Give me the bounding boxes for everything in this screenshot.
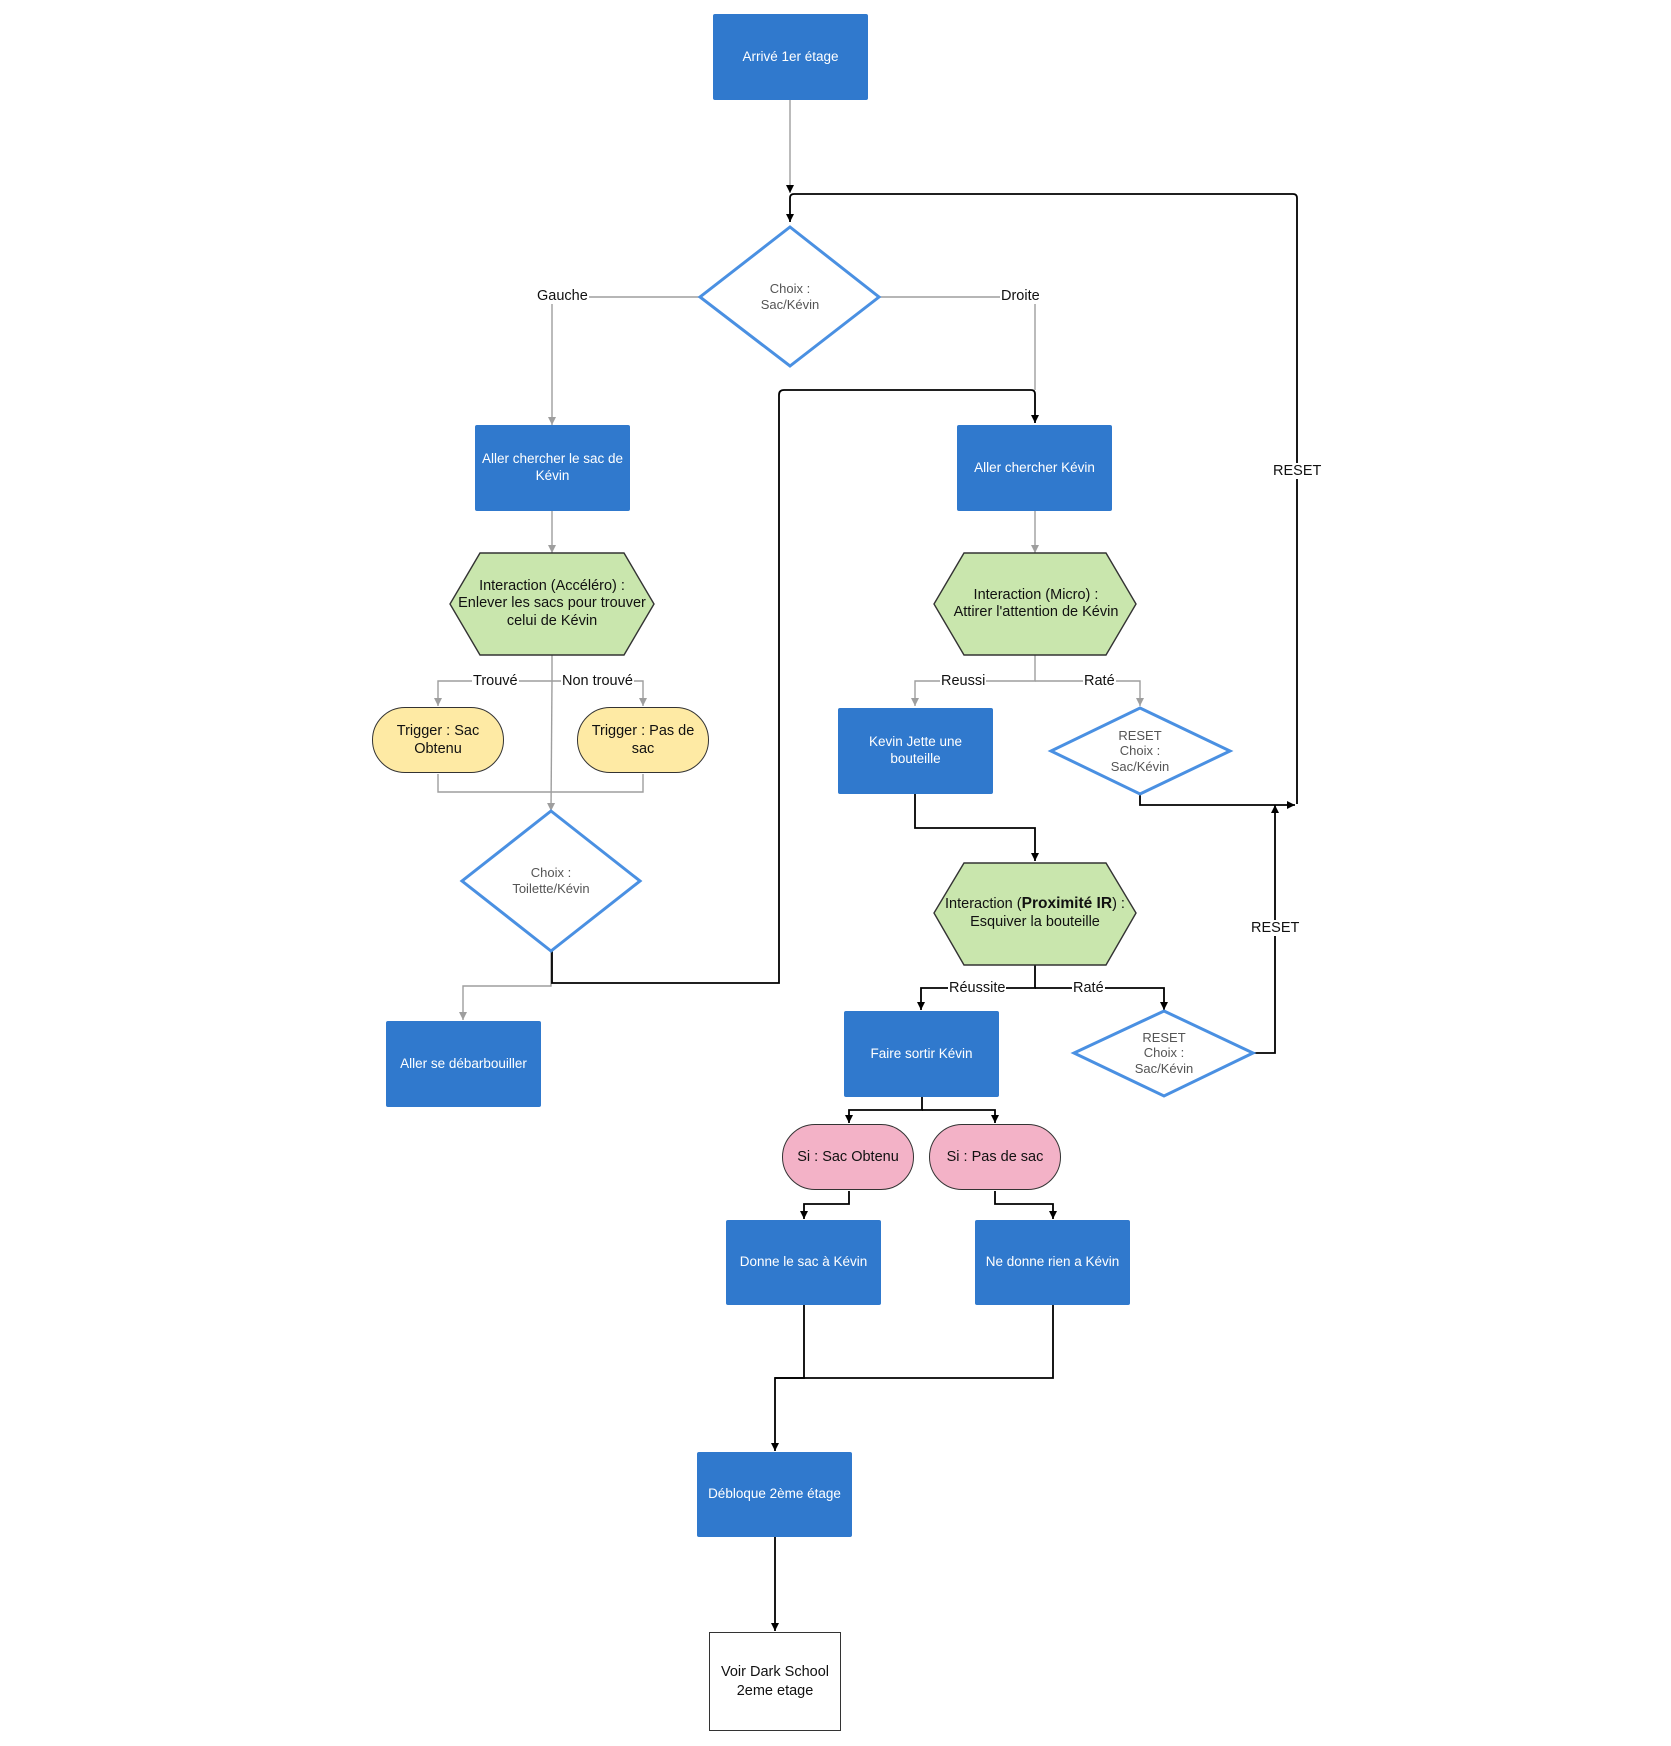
- interaction-ir-label-box: Interaction (Proximité IR) : Esquiver la …: [932, 884, 1138, 942]
- edge-droite: [880, 296, 1036, 390]
- trigger-sac-obtenu-node: Trigger : Sac Obtenu: [372, 707, 504, 773]
- edge-label-reset-mid: RESET: [1250, 920, 1301, 936]
- donne-sac-label: Donne le sac à Kévin: [739, 1254, 868, 1270]
- voir-dark-school-label: Voir Dark School 2eme etage: [721, 1664, 829, 1699]
- si-pas-de-sac-node: Si : Pas de sac: [929, 1124, 1061, 1190]
- donne-sac-node: Donne le sac à Kévin: [726, 1220, 881, 1305]
- edge-sortir-split-right: [922, 1109, 999, 1123]
- edge-si-sac: [800, 1191, 850, 1219]
- interaction-accelero-label-box: Interaction (Accéléro) : Enlever les sac…: [452, 566, 652, 642]
- edge-si-pas-sac: [994, 1191, 1057, 1219]
- trigger-pas-de-sac-label: Trigger : Pas de sac: [591, 722, 695, 757]
- edge-rien-merge: [775, 1305, 1054, 1379]
- reset-1-shape: [1047, 706, 1234, 796]
- aller-chercher-kevin-label: Aller chercher Kévin: [974, 459, 1095, 475]
- reset-1-label: RESET Choix : Sac/Kévin: [1110, 727, 1170, 774]
- edge-label-droite: Droite: [1000, 288, 1041, 304]
- edge-label-reset-top: RESET: [1272, 463, 1323, 479]
- reset-2-label-box: RESET Choix : Sac/Kévin: [1094, 1020, 1234, 1086]
- edge-reset-loop-top: [786, 193, 1298, 804]
- edge-label-non-trouve: Non trouvé: [561, 673, 634, 689]
- edge-label-gauche: Gauche: [536, 288, 589, 304]
- aller-chercher-sac-node: Aller chercher le sac de Kévin: [475, 425, 630, 511]
- edge-reset-2: [1251, 805, 1279, 1054]
- aller-debarbouiller-node: Aller se débarbouiller: [386, 1021, 541, 1107]
- debloque-node: Débloque 2ème étage: [697, 1452, 852, 1537]
- faire-sortir-node: Faire sortir Kévin: [844, 1011, 999, 1097]
- edge-gauche: [548, 296, 700, 425]
- edge-sortir-split: [845, 1097, 923, 1123]
- interaction-accelero-shape: [449, 552, 655, 656]
- kevin-jette-label: Kevin Jette une bouteille: [868, 734, 963, 766]
- edge-label-trouve: Trouvé: [472, 673, 519, 689]
- ne-donne-rien-label: Ne donne rien a Kévin: [985, 1254, 1120, 1270]
- trigger-pas-de-sac-node: Trigger : Pas de sac: [577, 707, 709, 773]
- reset-2-shape: [1070, 1009, 1257, 1098]
- edge-toilette: [459, 951, 552, 1020]
- aller-chercher-sac-label: Aller chercher le sac de Kévin: [481, 451, 624, 483]
- si-sac-obtenu-node: Si : Sac Obtenu: [782, 1124, 914, 1190]
- kevin-jette-node: Kevin Jette une bouteille: [838, 708, 993, 794]
- decision-sac-kevin-label: Choix : Sac/Kévin: [760, 281, 820, 312]
- interaction-accelero-label: Interaction (Accéléro) : Enlever les sac…: [458, 577, 646, 629]
- edge-reset-1: [1139, 795, 1295, 809]
- edge-kevin-via-choice: [551, 389, 1039, 984]
- interaction-micro-label-box: Interaction (Micro) : Attirer l'attentio…: [936, 576, 1136, 632]
- trigger-sac-obtenu-label: Trigger : Sac Obtenu: [396, 722, 480, 757]
- decision-toilette-kevin-shape: [459, 809, 643, 953]
- ne-donne-rien-node: Ne donne rien a Kévin: [975, 1220, 1130, 1305]
- aller-chercher-kevin-node: Aller chercher Kévin: [957, 425, 1112, 511]
- edge-label-rate-1: Raté: [1083, 673, 1116, 689]
- interaction-ir-prefix: Interaction (: [945, 896, 1022, 912]
- edge-jette-to-ir: [914, 794, 1039, 861]
- interaction-ir-bold: Proximité IR: [1021, 895, 1113, 912]
- faire-sortir-label: Faire sortir Kévin: [870, 1045, 973, 1061]
- decision-toilette-label: Choix : Toilette/Kévin: [512, 865, 590, 896]
- si-pas-de-sac-label: Si : Pas de sac: [946, 1148, 1044, 1165]
- start-node: Arrivé 1er étage: [713, 14, 868, 100]
- edge-rate-1: [1035, 680, 1144, 706]
- start-node-label: Arrivé 1er étage: [742, 48, 839, 64]
- decision-sac-kevin-label-box: Choix : Sac/Kévin: [720, 270, 860, 324]
- voir-dark-school-node: Voir Dark School 2eme etage: [709, 1632, 841, 1731]
- edge-trigger-sac-merge: [437, 774, 551, 793]
- edge-trigger-pas-sac-merge: [551, 774, 644, 793]
- interaction-ir-label: Interaction (Proximité IR) : Esquiver la …: [945, 895, 1125, 931]
- interaction-ir-suffix: ) :: [1112, 896, 1125, 912]
- reset-1-label-box: RESET Choix : Sac/Kévin: [1070, 718, 1210, 784]
- reset-2-label: RESET Choix : Sac/Kévin: [1134, 1029, 1194, 1076]
- edge-label-reussite: Réussite: [948, 980, 1007, 996]
- decision-sac-kevin-shape: [697, 225, 882, 368]
- interaction-ir-shape: [933, 862, 1137, 966]
- edge-label-reussi: Reussi: [940, 673, 987, 689]
- interaction-micro-shape: [933, 552, 1137, 656]
- edge-accelero-to-choice: [547, 680, 556, 812]
- interaction-micro-label: Interaction (Micro) : Attirer l'attentio…: [953, 586, 1119, 620]
- interaction-ir-line2: Esquiver la bouteille: [970, 913, 1100, 930]
- si-sac-obtenu-label: Si : Sac Obtenu: [797, 1148, 899, 1165]
- decision-toilette-label-box: Choix : Toilette/Kévin: [481, 854, 621, 908]
- debloque-label: Débloque 2ème étage: [708, 1486, 841, 1502]
- aller-debarbouiller-label: Aller se débarbouiller: [400, 1055, 527, 1071]
- edge-label-rate-2: Raté: [1072, 980, 1105, 996]
